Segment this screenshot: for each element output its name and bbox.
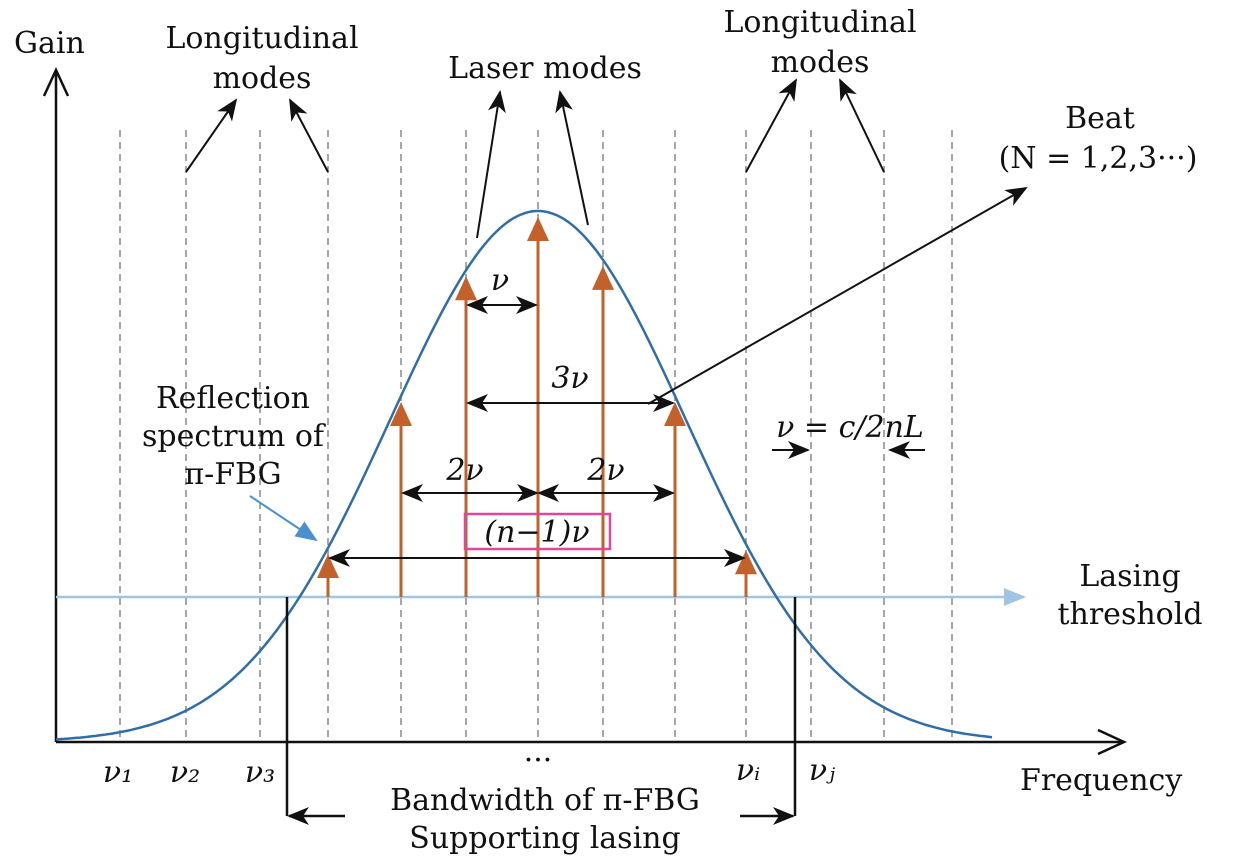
laser-mode-arrowhead-icon bbox=[735, 550, 757, 575]
beat-arrow bbox=[647, 187, 1028, 405]
beat-label: Beat bbox=[1065, 101, 1135, 136]
n-minus-1-label: (n−1)ν bbox=[484, 515, 589, 550]
laser-mode-arrowhead-icon bbox=[527, 217, 549, 241]
reflection-label: Reflection bbox=[156, 381, 310, 416]
n-minus-1-box bbox=[463, 512, 612, 551]
tick-nu-2: ν₂ bbox=[170, 755, 200, 790]
three-nu-label: 3ν bbox=[551, 361, 588, 396]
y-axis-arrow-icon bbox=[42, 67, 70, 97]
tick-nu-i: νᵢ bbox=[736, 753, 760, 788]
gain-curve bbox=[55, 209, 993, 741]
bandwidth-label-2: Supporting lasing bbox=[409, 821, 680, 856]
long-modes-right-label-2: modes bbox=[771, 45, 870, 80]
ellipsis: ··· bbox=[524, 743, 553, 778]
long-modes-right-pointer-1 bbox=[745, 78, 797, 173]
laser-mode-arrowhead-icon bbox=[390, 402, 412, 427]
x-axis-label: Frequency bbox=[1020, 763, 1182, 798]
two-nu-right-label: 2ν bbox=[586, 453, 624, 488]
y-axis-label: Gain bbox=[14, 26, 85, 61]
laser-mode-arrowhead-icon bbox=[664, 402, 686, 427]
nu-label: ν bbox=[491, 263, 509, 298]
laser-mode-arrowhead-icon bbox=[455, 276, 477, 301]
tick-nu-3: ν₃ bbox=[245, 755, 275, 790]
laser-mode-arrowhead-icon bbox=[592, 265, 614, 290]
long-modes-right-pointer-2 bbox=[839, 78, 885, 173]
reflection-label-3: π-FBG bbox=[184, 457, 281, 492]
long-modes-left-pointer-2 bbox=[289, 98, 329, 173]
beat-n-label: (N = 1,2,3···) bbox=[999, 141, 1198, 176]
bandwidth-label: Bandwidth of π-FBG bbox=[390, 783, 700, 818]
tick-nu-j: νⱼ bbox=[809, 753, 835, 788]
long-modes-left-label: Longitudinal bbox=[165, 21, 358, 56]
long-modes-left-pointer-1 bbox=[185, 98, 238, 173]
two-nu-left-label: 2ν bbox=[445, 453, 483, 488]
spacing-equation: ν = c/2nL bbox=[776, 410, 924, 445]
threshold-label-2: threshold bbox=[1057, 597, 1202, 632]
long-modes-left-label-2: modes bbox=[213, 61, 312, 96]
reflection-label-2: spectrum of bbox=[142, 419, 326, 454]
threshold-label: Lasing bbox=[1079, 559, 1180, 594]
laser-modes-pointer-1 bbox=[476, 90, 506, 239]
reflection-pointer bbox=[249, 495, 318, 542]
laser-modes-pointer-2 bbox=[555, 90, 589, 226]
laser-modes-label: Laser modes bbox=[448, 51, 642, 86]
long-modes-right-label: Longitudinal bbox=[723, 5, 916, 40]
x-axis-arrow-icon bbox=[1097, 728, 1127, 756]
tick-nu-1: ν₁ bbox=[103, 755, 133, 790]
